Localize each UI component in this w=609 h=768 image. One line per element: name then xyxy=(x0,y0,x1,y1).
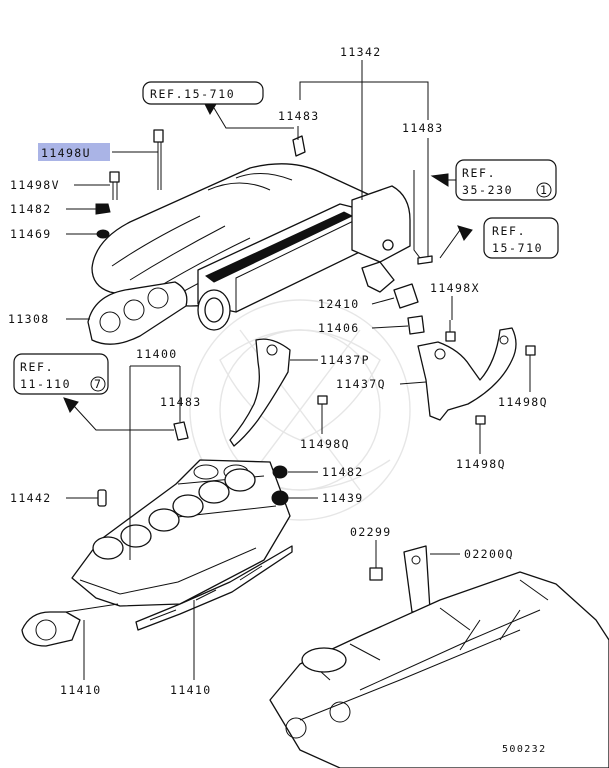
bolt-11483-right[interactable] xyxy=(417,255,433,265)
ref-box-15-710-right-line1: REF. xyxy=(492,224,526,238)
ref-box-15-710-top[interactable]: REF.15-710 xyxy=(142,81,264,105)
callout-11498U-highlight xyxy=(38,143,110,161)
callout-11498Q-lower[interactable]: 11498Q xyxy=(456,457,506,471)
bolt-11498X[interactable] xyxy=(445,320,456,342)
bolt-11483-upper[interactable] xyxy=(292,135,306,157)
callout-11308[interactable]: 11308 xyxy=(8,312,50,326)
callout-11410-left[interactable]: 11410 xyxy=(60,683,102,697)
nut-11482-lower[interactable] xyxy=(272,465,288,479)
bracket-11406[interactable] xyxy=(407,315,425,335)
bolt-11498Q-left[interactable] xyxy=(317,395,328,416)
ref-box-35-230-line2: 35-230 xyxy=(462,183,513,197)
washer-11469[interactable] xyxy=(96,229,110,239)
ref-box-35-230-num: 1 xyxy=(540,183,547,197)
ref-box-11-110[interactable]: REF. 11-110 7 xyxy=(13,353,109,395)
ref-box-15-710-right-line2: 15-710 xyxy=(492,241,543,255)
callout-11442[interactable]: 11442 xyxy=(10,491,52,505)
ref-box-35-230[interactable]: REF. 35-230 1 xyxy=(455,159,557,201)
sleeve-11439[interactable] xyxy=(271,490,289,506)
callout-11437P[interactable]: 11437P xyxy=(320,353,370,367)
upper-intake-manifold[interactable] xyxy=(91,163,411,331)
ref-box-35-230-line1: REF. xyxy=(462,166,496,180)
watermark-emblem xyxy=(189,299,411,521)
callout-11482-lower[interactable]: 11482 xyxy=(322,465,364,479)
callout-11498X[interactable]: 11498X xyxy=(430,281,480,295)
throttle-bracket-12410[interactable] xyxy=(393,283,419,309)
lower-intake-manifold[interactable] xyxy=(71,459,291,607)
diagram-id: 500232 xyxy=(502,744,547,755)
lower-manifold-gasket-right[interactable] xyxy=(135,545,293,631)
connector-hose xyxy=(361,261,395,293)
callout-11406[interactable]: 11406 xyxy=(318,321,360,335)
callout-11498Q-left[interactable]: 11498Q xyxy=(300,437,350,451)
callout-11469[interactable]: 11469 xyxy=(10,227,52,241)
upper-manifold-gasket[interactable] xyxy=(87,281,188,345)
ref-box-15-710-right[interactable]: REF. 15-710 xyxy=(483,217,559,259)
bracket-02200Q[interactable] xyxy=(403,545,431,613)
callout-11498U[interactable]: 11498U xyxy=(41,146,91,160)
dowel-11442[interactable] xyxy=(97,489,107,507)
callout-02299[interactable]: 02299 xyxy=(350,525,392,539)
callout-11483-top[interactable]: 11483 xyxy=(278,109,320,123)
stay-11437Q[interactable] xyxy=(417,327,517,421)
stud-bolt-11498U[interactable] xyxy=(153,129,164,190)
callout-11439[interactable]: 11439 xyxy=(322,491,364,505)
nut-11482-upper[interactable] xyxy=(95,203,111,215)
callout-12410[interactable]: 12410 xyxy=(318,297,360,311)
bolt-02299[interactable] xyxy=(369,550,383,581)
callout-02200Q[interactable]: 02200Q xyxy=(464,547,514,561)
ref-box-15-710-top-text: REF.15-710 xyxy=(150,87,235,101)
bolt-11483-lower[interactable] xyxy=(173,421,189,441)
ref-box-11-110-num: 7 xyxy=(94,377,101,391)
callout-11482-upper[interactable]: 11482 xyxy=(10,202,52,216)
callout-11483-right[interactable]: 11483 xyxy=(402,121,444,135)
callout-11342[interactable]: 11342 xyxy=(340,45,382,59)
leader-lines xyxy=(63,60,531,680)
callout-11400[interactable]: 11400 xyxy=(136,347,178,361)
callout-11498Q-right[interactable]: 11498Q xyxy=(498,395,548,409)
cylinder-head xyxy=(269,571,609,768)
stud-bolt-11498V[interactable] xyxy=(109,171,120,200)
callout-11483-lower[interactable]: 11483 xyxy=(160,395,202,409)
callout-11410-right[interactable]: 11410 xyxy=(170,683,212,697)
callout-11498V[interactable]: 11498V xyxy=(10,178,60,192)
bolt-11498Q-right[interactable] xyxy=(525,345,536,366)
stay-11437P[interactable] xyxy=(229,338,291,447)
ref-box-11-110-line2: 11-110 xyxy=(20,377,71,391)
callout-labels: 11342 11483 11483 11498U 11498V 11482 11… xyxy=(8,45,548,755)
bolt-11498Q-lower[interactable] xyxy=(475,415,486,436)
ref-box-11-110-line1: REF. xyxy=(20,360,54,374)
callout-11437Q[interactable]: 11437Q xyxy=(336,377,386,391)
lower-manifold-gasket-left[interactable] xyxy=(21,603,119,647)
